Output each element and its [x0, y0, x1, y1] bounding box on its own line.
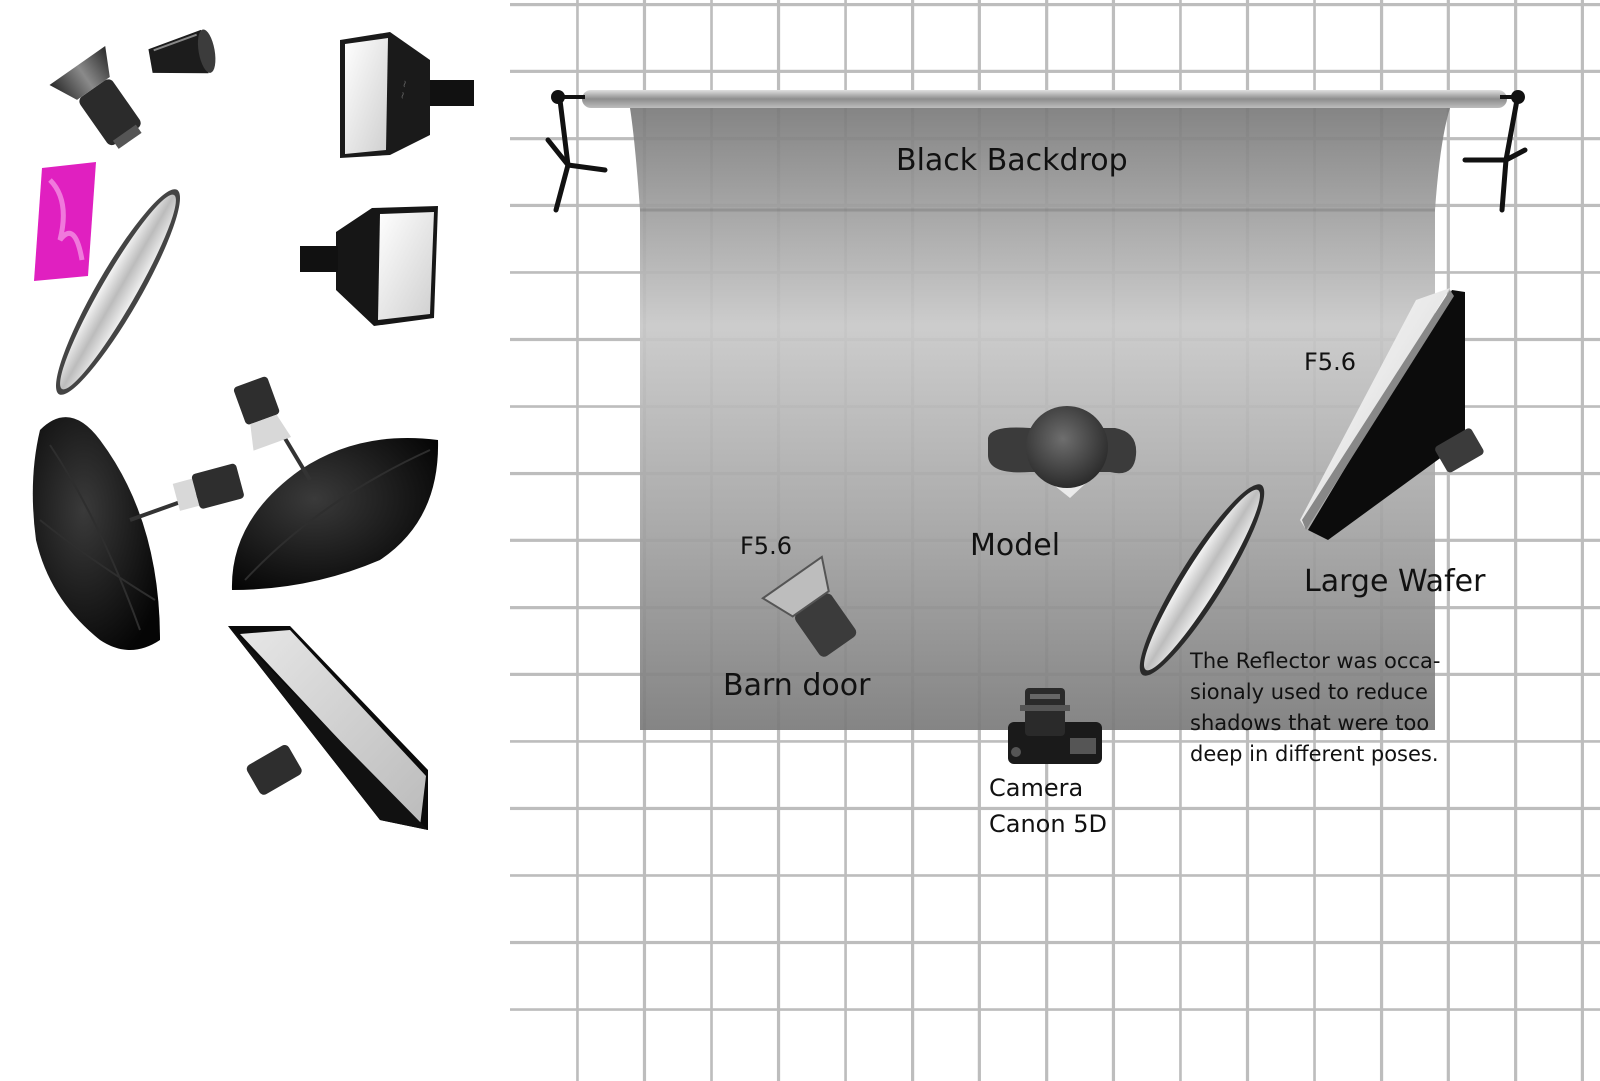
- softbox-square-icon[interactable]: ~ ~: [340, 32, 474, 158]
- snoot-icon[interactable]: [147, 28, 219, 83]
- gel-filter-icon[interactable]: [34, 162, 96, 281]
- reflector-note: The Reflector was occa-sionaly used to r…: [1190, 649, 1441, 766]
- floor-plan-art: [545, 90, 1528, 764]
- barn-door-light-icon[interactable]: [49, 46, 158, 160]
- backdrop-label: Black Backdrop: [896, 143, 1128, 178]
- camera-label: Camera: [989, 774, 1084, 802]
- equipment-palette: ~ ~: [0, 0, 510, 1081]
- large-wafer-label: Large Wafer: [1304, 564, 1486, 599]
- large-wafer-softbox-icon[interactable]: [228, 626, 428, 830]
- round-reflector-icon[interactable]: [40, 179, 196, 405]
- barn-door-label: Barn door: [723, 668, 871, 703]
- softbox-small-icon[interactable]: [300, 206, 438, 326]
- large-wafer-softbox: [1300, 288, 1484, 540]
- equipment-palette-art: ~ ~: [32, 28, 474, 830]
- backdrop-stand-left: [545, 97, 608, 213]
- model-figure: [988, 406, 1137, 498]
- barn-door-light: [761, 555, 857, 657]
- backdrop-stand-right: [1462, 97, 1528, 213]
- backdrop-crossbar: [582, 90, 1507, 108]
- barn-door-fstop: F5.6: [740, 532, 792, 560]
- camera-model-label: Canon 5D: [989, 810, 1107, 838]
- camera-canon-5d: [1008, 688, 1102, 764]
- umbrella-right-icon[interactable]: [231, 375, 439, 590]
- umbrella-left-icon[interactable]: [32, 417, 245, 650]
- reflector: [1139, 484, 1265, 676]
- svg-text:~ ~: ~ ~: [397, 79, 411, 101]
- model-label: Model: [970, 528, 1061, 563]
- studio-floor-grid: Black Backdrop Model F5.6 Barn door F5.6…: [510, 0, 1600, 1081]
- large-wafer-fstop: F5.6: [1304, 348, 1356, 376]
